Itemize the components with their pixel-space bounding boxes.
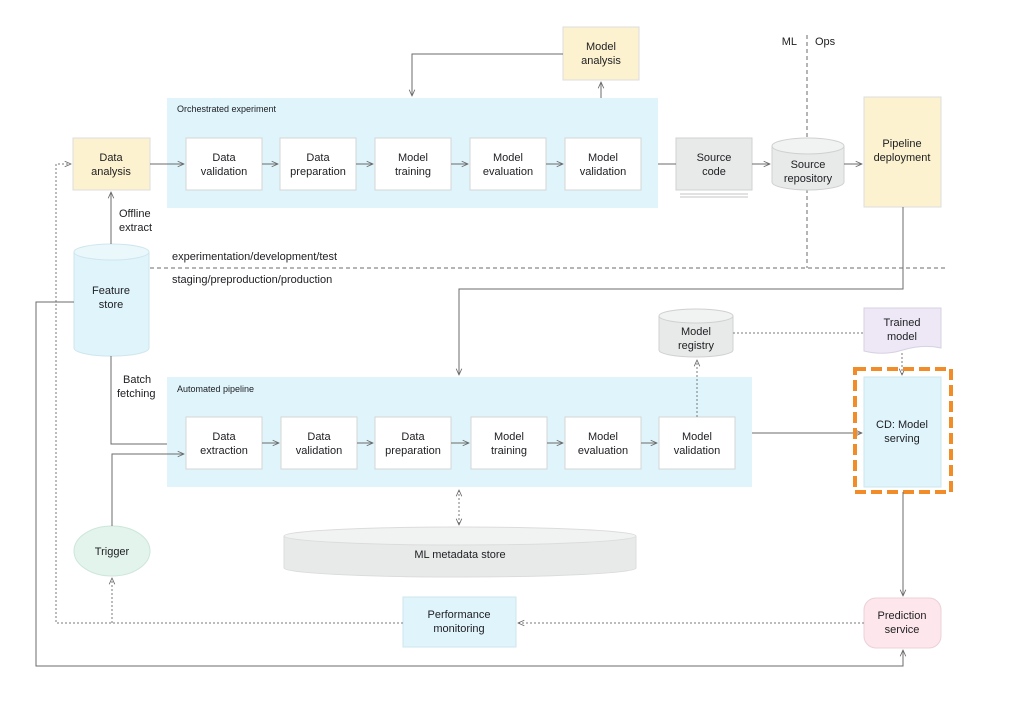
- step-data-preparation[interactable]: Data preparation: [279, 137, 357, 191]
- performance-monitoring-node[interactable]: Performance monitoring: [402, 596, 517, 648]
- svg-text:Trigger: Trigger: [95, 546, 130, 558]
- svg-text:Prediction: Prediction: [878, 610, 927, 622]
- step-model-training[interactable]: Model training: [470, 416, 548, 470]
- svg-text:Feature: Feature: [92, 285, 130, 297]
- step-model-validation[interactable]: Model validation: [658, 416, 736, 470]
- svg-text:validation: validation: [674, 445, 720, 457]
- svg-text:code: code: [702, 166, 726, 178]
- svg-text:store: store: [99, 299, 123, 311]
- step-data-validation[interactable]: Data validation: [185, 137, 263, 191]
- ml-metadata-store-node[interactable]: ML metadata store: [283, 526, 637, 578]
- svg-text:monitoring: monitoring: [433, 623, 484, 635]
- svg-text:service: service: [885, 624, 920, 636]
- svg-text:Data: Data: [401, 431, 425, 443]
- model-analysis-node[interactable]: Model analysis: [562, 26, 640, 81]
- svg-text:analysis: analysis: [91, 166, 131, 178]
- step-data-validation[interactable]: Data validation: [280, 416, 358, 470]
- step-model-training[interactable]: Model training: [374, 137, 452, 191]
- panel-title: Orchestrated experiment: [177, 104, 277, 114]
- step-model-evaluation[interactable]: Model evaluation: [469, 137, 547, 191]
- svg-text:Data: Data: [99, 152, 123, 164]
- connector: [35, 301, 903, 667]
- env-top-label: experimentation/development/test: [172, 251, 337, 263]
- svg-text:Model: Model: [398, 152, 428, 164]
- svg-text:extraction: extraction: [200, 445, 248, 457]
- svg-text:serving: serving: [884, 433, 919, 445]
- svg-text:Data: Data: [306, 152, 330, 164]
- svg-text:Data: Data: [212, 152, 236, 164]
- svg-text:preparation: preparation: [385, 445, 441, 457]
- connector: [110, 356, 184, 444]
- prediction-service-node[interactable]: Prediction service: [863, 597, 942, 649]
- svg-text:Model: Model: [493, 152, 523, 164]
- cd-model-serving-node[interactable]: CD: Model serving: [853, 367, 953, 494]
- offline-extract-label: Offline: [119, 208, 151, 220]
- svg-text:repository: repository: [784, 173, 833, 185]
- svg-text:analysis: analysis: [581, 55, 621, 67]
- step-data-preparation[interactable]: Data preparation: [374, 416, 452, 470]
- model-registry-node[interactable]: Model registry: [658, 308, 734, 358]
- svg-text:Model: Model: [681, 326, 711, 338]
- ops-label: Ops: [815, 36, 836, 48]
- ml-label: ML: [782, 36, 797, 48]
- svg-text:CD: Model: CD: Model: [876, 419, 928, 431]
- svg-text:Trained: Trained: [884, 317, 921, 329]
- panel-title: Automated pipeline: [177, 384, 254, 394]
- svg-text:Model: Model: [682, 431, 712, 443]
- trained-model-node[interactable]: Trained model: [863, 307, 942, 354]
- source-code-node[interactable]: Source code: [675, 137, 753, 198]
- svg-text:preparation: preparation: [290, 166, 346, 178]
- svg-text:training: training: [395, 166, 431, 178]
- svg-text:Model: Model: [588, 152, 618, 164]
- svg-text:training: training: [491, 445, 527, 457]
- svg-text:Source: Source: [697, 152, 732, 164]
- svg-text:ML metadata store: ML metadata store: [414, 549, 505, 561]
- trigger-node[interactable]: Trigger: [73, 525, 151, 577]
- svg-text:Data: Data: [212, 431, 236, 443]
- connector: [55, 164, 403, 624]
- svg-text:evaluation: evaluation: [483, 166, 533, 178]
- svg-text:validation: validation: [580, 166, 626, 178]
- source-repository-node[interactable]: Source repository: [771, 137, 845, 191]
- feature-store-node[interactable]: Feature store: [73, 243, 150, 357]
- svg-text:registry: registry: [678, 340, 715, 352]
- svg-text:model: model: [887, 331, 917, 343]
- env-bottom-label: staging/preproduction/production: [172, 274, 332, 286]
- batch-fetching-label: Batch: [123, 374, 151, 386]
- svg-text:validation: validation: [201, 166, 247, 178]
- svg-text:Performance: Performance: [428, 609, 491, 621]
- connector: [412, 53, 563, 96]
- connector: [459, 207, 904, 375]
- svg-text:validation: validation: [296, 445, 342, 457]
- step-data-extraction[interactable]: Data extraction: [185, 416, 263, 470]
- svg-text:Model: Model: [494, 431, 524, 443]
- svg-text:evaluation: evaluation: [578, 445, 628, 457]
- svg-text:Source: Source: [791, 159, 826, 171]
- step-model-evaluation[interactable]: Model evaluation: [564, 416, 642, 470]
- svg-text:Data: Data: [307, 431, 331, 443]
- batch-fetching-label: fetching: [117, 388, 156, 400]
- offline-extract-label: extract: [119, 222, 152, 234]
- svg-text:Pipeline: Pipeline: [882, 138, 921, 150]
- automated-pipeline-panel: Automated pipeline Data extraction Data …: [167, 377, 752, 487]
- svg-text:Model: Model: [588, 431, 618, 443]
- data-analysis-node[interactable]: Data analysis: [72, 137, 151, 191]
- connector: [111, 454, 184, 526]
- step-model-validation[interactable]: Model validation: [564, 137, 642, 191]
- orchestrated-experiment-panel: Orchestrated experiment Data validation …: [167, 98, 658, 208]
- svg-text:Model: Model: [586, 41, 616, 53]
- pipeline-deployment-node[interactable]: Pipeline deployment: [863, 96, 942, 208]
- svg-text:deployment: deployment: [874, 152, 931, 164]
